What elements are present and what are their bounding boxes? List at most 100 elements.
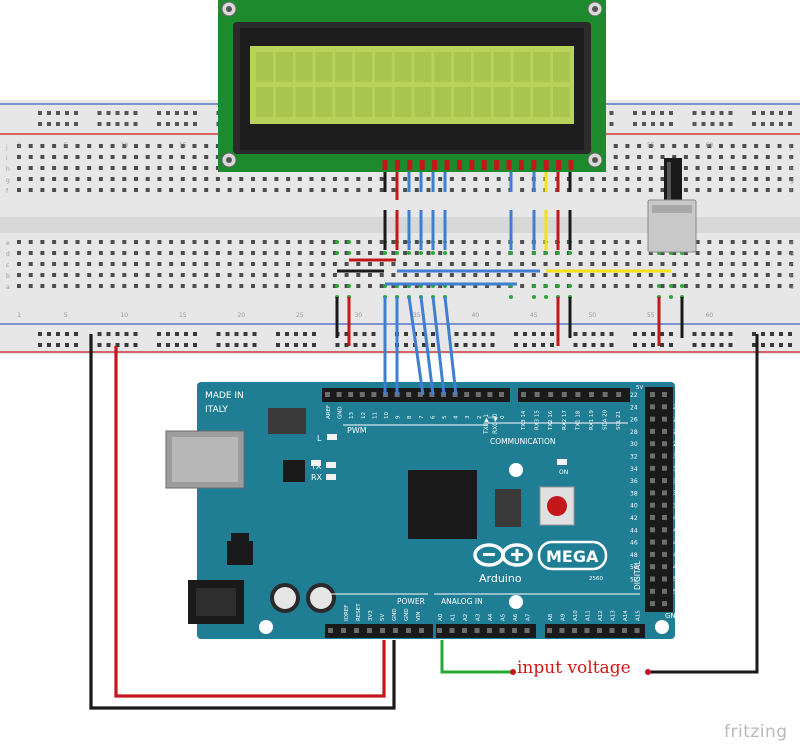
rail-hole [591, 332, 596, 336]
header-pin [597, 628, 602, 633]
header-pin [419, 628, 424, 633]
digital-pin-label: AREF [326, 405, 332, 419]
analog-in-label: ANALOG IN [441, 597, 483, 606]
breadboard-hole [765, 251, 770, 255]
breadboard-hole [777, 166, 782, 170]
header-pin [650, 453, 655, 459]
breadboard-hole [508, 262, 513, 266]
row-label: g [6, 177, 10, 184]
comm-pin-label: TX3 14 [521, 410, 527, 431]
breadboard-hole [719, 273, 723, 277]
breadboard-hole [660, 155, 665, 159]
breadboard-hole [215, 240, 220, 244]
breadboard-hole [309, 251, 314, 255]
breadboard-hole [449, 188, 454, 192]
breadboard-hole [356, 240, 361, 244]
breadboard-hole [777, 273, 782, 277]
breadboard-hole [683, 273, 688, 277]
rail-hole [371, 332, 376, 336]
rail-hole [362, 332, 367, 336]
breadboard-hole [356, 188, 361, 192]
header-pin [474, 628, 480, 633]
header-pin [662, 478, 667, 484]
digital-pin-label: 4 [454, 415, 460, 419]
header-pin [475, 392, 481, 397]
breadboard-hole [75, 188, 80, 192]
breadboard-hole [227, 188, 232, 192]
country-label: ITALY [205, 405, 228, 415]
breadboard-hole [134, 262, 138, 266]
rail-hole [335, 343, 340, 347]
breadboard-hole [707, 273, 712, 277]
breadboard-hole [332, 240, 337, 244]
breadboard-hole [590, 188, 595, 192]
breadboard-hole [602, 273, 606, 277]
breadboard-hole [648, 284, 653, 288]
breadboard-hole [461, 262, 466, 266]
breadboard-hole [485, 262, 489, 266]
header-pin [499, 628, 505, 633]
header-pin [662, 601, 667, 607]
rail-hole [422, 332, 426, 336]
breadboard-hole [297, 273, 302, 277]
breadboard-hole [75, 251, 80, 255]
breadboard-hole [297, 284, 302, 288]
breadboard-hole [215, 166, 220, 170]
comm-pin-label: RX3 15 [535, 410, 541, 430]
breadboard-hole [332, 262, 337, 266]
breadboard-hole [52, 262, 57, 266]
header-pin [462, 628, 467, 633]
breadboard-hole [485, 273, 489, 277]
rail-hole [633, 343, 637, 347]
digital-pin-label: 35 [673, 478, 681, 485]
connection-dot [431, 251, 435, 255]
knob-highlight [667, 162, 671, 202]
wire-data-5 [431, 296, 446, 396]
breadboard-hole [87, 166, 92, 170]
rail-hole [115, 122, 120, 126]
rail-hole [609, 343, 614, 347]
breadboard-hole [625, 273, 630, 277]
rail-hole [184, 111, 188, 115]
breadboard-hole [403, 284, 408, 288]
rail-hole [609, 111, 614, 115]
rail-hole [124, 111, 129, 115]
breadboard-hole [777, 284, 782, 288]
arduino-mega-board: MADE IN ITALY PWM L TX RX ON COMMUNICATI… [165, 382, 681, 639]
breadboard-hole [169, 188, 174, 192]
rail-hole [719, 111, 724, 115]
header-pin [650, 527, 655, 533]
breadboard-hole [637, 166, 642, 170]
header-pin [616, 392, 622, 397]
l-led-label: L [317, 434, 322, 443]
lcd-pin [382, 160, 388, 170]
wire-5v-red [114, 346, 386, 698]
breadboard-hole [683, 284, 688, 288]
breadboard-hole [613, 284, 618, 288]
header-pin [650, 601, 655, 607]
lcd-pin [469, 160, 475, 170]
breadboard-hole [63, 155, 68, 159]
rail-hole [770, 343, 774, 347]
rail-hole [454, 332, 459, 336]
breadboard-hole [87, 273, 92, 277]
breadboard-hole [157, 155, 162, 159]
breadboard-hole [274, 273, 279, 277]
header-pin [561, 392, 567, 397]
breadboard-hole [28, 240, 33, 244]
breadboard-hole [695, 251, 700, 255]
breadboard-hole [145, 166, 150, 170]
breadboard-hole [754, 144, 759, 148]
header-pin [328, 628, 333, 633]
rail-hole [353, 332, 358, 336]
breadboard-hole [789, 144, 794, 148]
rail-hole [166, 332, 170, 336]
header-pin [548, 392, 554, 397]
model-label: MEGA [546, 547, 599, 566]
rail-hole [669, 332, 673, 336]
board-mount-hole [259, 620, 273, 634]
breadboard-hole [28, 188, 33, 192]
column-label-bottom: 25 [296, 312, 304, 319]
breadboard-hole [742, 262, 747, 266]
